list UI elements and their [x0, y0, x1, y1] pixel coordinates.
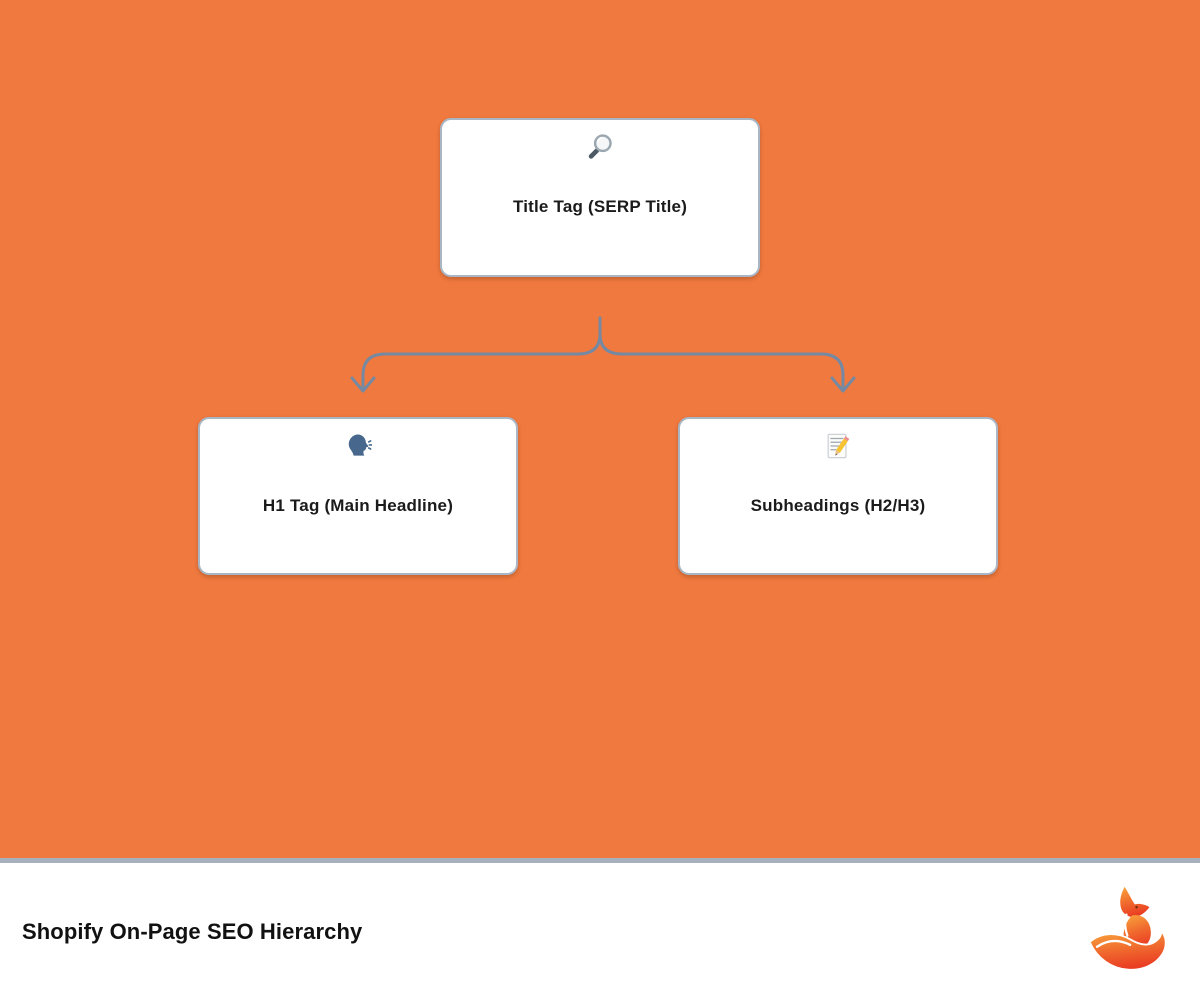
memo-icon: [823, 431, 853, 461]
node-title-tag: Title Tag (SERP Title): [440, 118, 760, 277]
node-label: Title Tag (SERP Title): [512, 197, 688, 216]
node-h1-tag: H1 Tag (Main Headline): [198, 417, 518, 575]
speaking-head-icon: [344, 431, 372, 461]
diagram-canvas: Title Tag (SERP Title) H1 Tag (Main Head…: [0, 0, 1200, 858]
magnifying-glass-icon: [585, 132, 615, 162]
node-label: H1 Tag (Main Headline): [262, 496, 454, 515]
fox-logo: [1086, 884, 1178, 980]
footer-title: Shopify On-Page SEO Hierarchy: [22, 918, 363, 944]
node-label: Subheadings (H2/H3): [750, 496, 926, 515]
footer-divider: [0, 858, 1200, 863]
footer: Shopify On-Page SEO Hierarchy: [0, 863, 1200, 1000]
node-subheadings: Subheadings (H2/H3): [678, 417, 998, 575]
